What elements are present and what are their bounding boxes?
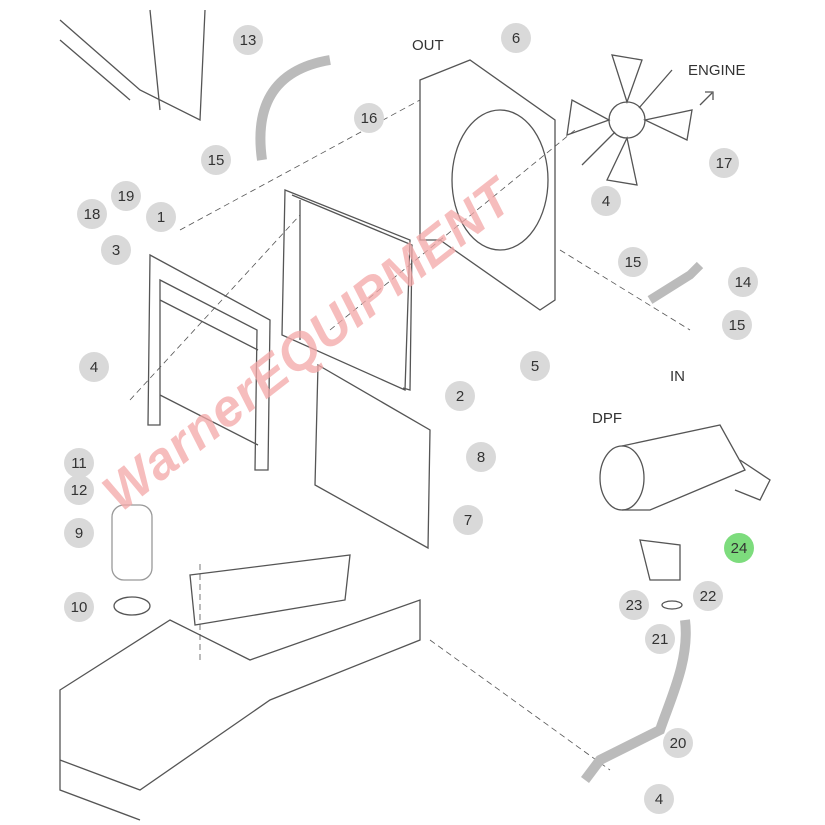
callout-23[interactable]: 23 <box>619 590 649 620</box>
callout-7[interactable]: 7 <box>453 505 483 535</box>
base-plate <box>59 599 421 821</box>
dpf <box>599 424 771 511</box>
exhaust-pipe <box>581 619 691 783</box>
callout-2[interactable]: 2 <box>445 381 475 411</box>
callout-24-highlighted[interactable]: 24 <box>724 533 754 563</box>
callout-18[interactable]: 18 <box>77 199 107 229</box>
callout-4[interactable]: 4 <box>79 352 109 382</box>
callout-17[interactable]: 17 <box>709 148 739 178</box>
callout-19[interactable]: 19 <box>111 181 141 211</box>
label-engine: ENGINE <box>688 62 746 79</box>
intake-hose <box>647 261 704 304</box>
radiator <box>281 189 411 391</box>
callout-21[interactable]: 21 <box>645 624 675 654</box>
callout-6[interactable]: 6 <box>501 23 531 53</box>
callout-10[interactable]: 10 <box>64 592 94 622</box>
dpf-outlet <box>639 539 681 581</box>
callout-5[interactable]: 5 <box>520 351 550 381</box>
callout-22[interactable]: 22 <box>693 581 723 611</box>
callout-12[interactable]: 12 <box>64 475 94 505</box>
callout-4[interactable]: 4 <box>591 186 621 216</box>
isolator <box>111 504 153 581</box>
callout-9[interactable]: 9 <box>64 518 94 548</box>
engine-arrow <box>699 91 714 106</box>
callout-13[interactable]: 13 <box>233 25 263 55</box>
callout-16[interactable]: 16 <box>354 103 384 133</box>
clamp <box>113 596 151 616</box>
callout-15[interactable]: 15 <box>201 145 231 175</box>
callout-4[interactable]: 4 <box>644 784 674 814</box>
seal-frame <box>314 363 431 550</box>
upper-hose <box>255 55 331 161</box>
fan-shroud <box>419 59 556 311</box>
callout-1[interactable]: 1 <box>146 202 176 232</box>
mount-bracket <box>189 554 351 626</box>
callout-20[interactable]: 20 <box>663 728 693 758</box>
label-out: OUT <box>412 37 444 54</box>
fan <box>566 54 693 186</box>
callout-15[interactable]: 15 <box>722 310 752 340</box>
callout-15[interactable]: 15 <box>618 247 648 277</box>
label-dpf: DPF <box>592 410 622 427</box>
callout-11[interactable]: 11 <box>64 448 94 478</box>
callout-3[interactable]: 3 <box>101 235 131 265</box>
radiator-frame <box>147 253 271 471</box>
shroud-fragment <box>59 9 206 122</box>
callout-8[interactable]: 8 <box>466 442 496 472</box>
label-in: IN <box>670 368 685 385</box>
callout-14[interactable]: 14 <box>728 267 758 297</box>
